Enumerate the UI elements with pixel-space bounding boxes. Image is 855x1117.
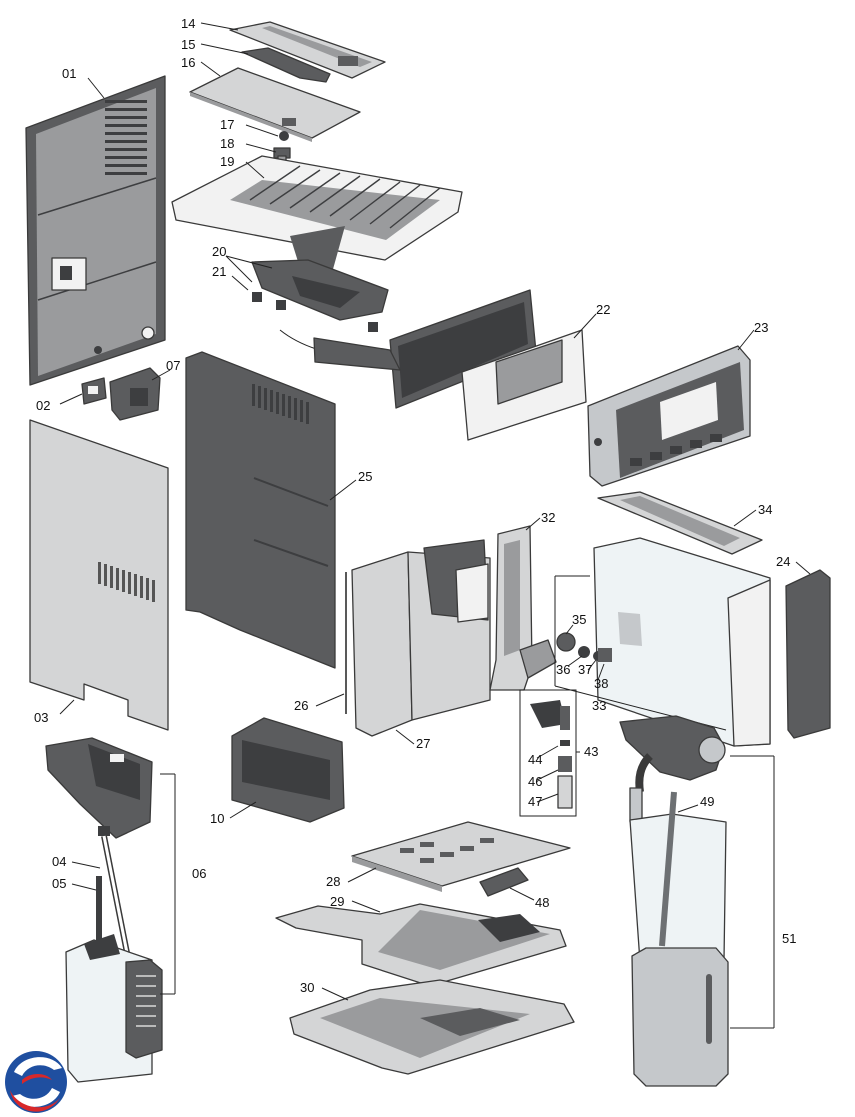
label-18: 18	[220, 136, 234, 151]
label-04: 04	[52, 854, 66, 869]
label-38: 38	[594, 676, 608, 691]
brand-logo	[5, 1051, 67, 1113]
label-07: 07	[166, 358, 180, 373]
label-43: 43	[584, 744, 598, 759]
label-29: 29	[330, 894, 344, 909]
label-36: 36	[556, 662, 570, 677]
part-28-drip-grill	[351, 821, 571, 892]
label-20: 20	[212, 244, 226, 259]
label-02: 02	[36, 398, 50, 413]
part-43-connector-group	[519, 689, 577, 817]
part-33-water-tank	[554, 537, 771, 747]
part-24-side-trim	[785, 569, 831, 739]
label-37: 37	[578, 662, 592, 677]
part-23-front-panel	[587, 345, 751, 487]
part-22-control-board	[313, 289, 587, 441]
label-15: 15	[181, 37, 195, 52]
label-30: 30	[300, 980, 314, 995]
label-35: 35	[572, 612, 586, 627]
part-03-side-panel	[29, 419, 169, 731]
label-49: 49	[700, 794, 714, 809]
part-14-grill-cover	[229, 21, 386, 79]
label-28: 28	[326, 874, 340, 889]
label-48: 48	[535, 895, 549, 910]
label-23: 23	[754, 320, 768, 335]
part-labels: 01 14 15 16 17 18 19 20 21 22 23 07 02 2…	[34, 16, 796, 995]
part-16-lid	[189, 67, 361, 142]
label-25: 25	[358, 469, 372, 484]
part-25-inner-frame	[185, 351, 336, 669]
part-10-grounds-container	[231, 717, 345, 823]
part-48-clip	[479, 867, 529, 897]
part-20-21-funnel-feet	[251, 259, 389, 357]
part-19-tray-frame	[171, 155, 463, 280]
label-14: 14	[181, 16, 195, 31]
label-27: 27	[416, 736, 430, 751]
label-16: 16	[181, 55, 195, 70]
label-19: 19	[220, 154, 234, 169]
leader-lines	[59, 22, 811, 1001]
label-06: 06	[192, 866, 206, 881]
part-30-base-plate	[289, 979, 575, 1075]
part-02-switch	[81, 377, 107, 405]
label-03: 03	[34, 710, 48, 725]
label-44: 44	[528, 752, 542, 767]
part-34-tank-lid	[597, 491, 763, 555]
label-05: 05	[52, 876, 66, 891]
label-33: 33	[592, 698, 606, 713]
part-07-bracket	[109, 367, 161, 421]
label-17: 17	[220, 117, 234, 132]
label-47: 47	[528, 794, 542, 809]
label-46: 46	[528, 774, 542, 789]
part-26-27-dispenser-housing	[345, 539, 491, 737]
label-21: 21	[212, 264, 226, 279]
label-51: 51	[782, 931, 796, 946]
part-01-rear-panel	[25, 75, 166, 386]
part-15-scoop	[241, 47, 331, 83]
part-35-38-valve	[556, 632, 612, 662]
label-26: 26	[294, 698, 308, 713]
part-32-column	[489, 525, 557, 691]
part-29-drip-tray	[275, 903, 567, 987]
part-51-milk-jug-group	[619, 715, 775, 1087]
label-10: 10	[210, 811, 224, 826]
label-34: 34	[758, 502, 772, 517]
part-06-frother-group	[45, 737, 176, 1083]
label-01: 01	[62, 66, 76, 81]
label-32: 32	[541, 510, 555, 525]
label-24: 24	[776, 554, 790, 569]
label-22: 22	[596, 302, 610, 317]
